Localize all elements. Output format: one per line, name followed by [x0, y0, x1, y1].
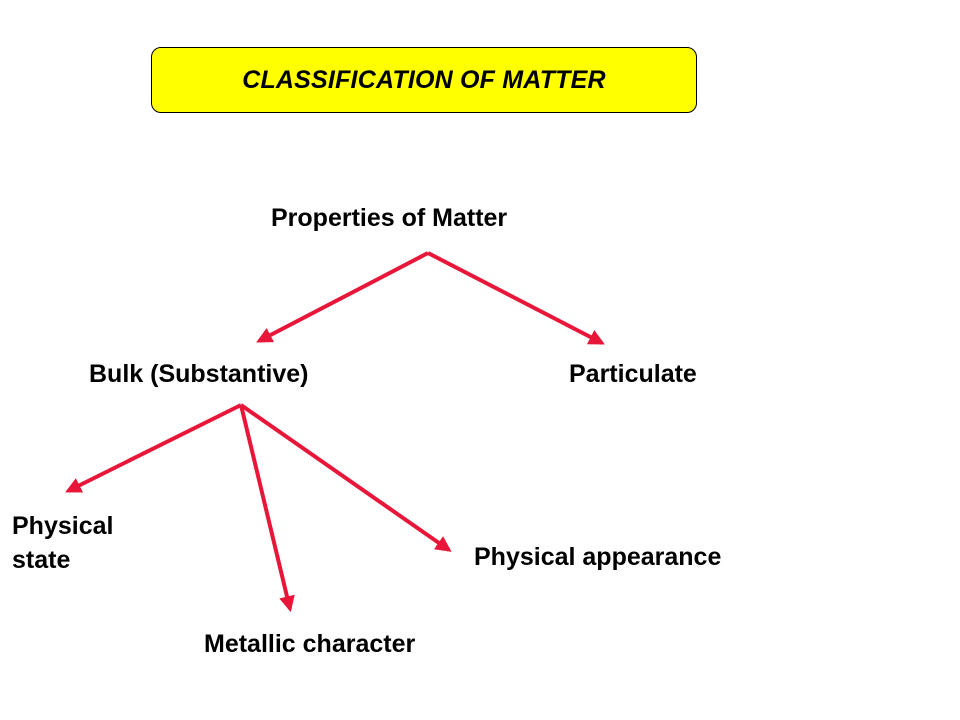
- arrow-bulk-to-physical-state: [65, 403, 242, 493]
- diagram-title: CLASSIFICATION OF MATTER: [242, 65, 606, 94]
- node-physical-state: Physical state: [12, 512, 114, 574]
- node-particulate: Particulate: [569, 360, 697, 388]
- node-properties-of-matter: Properties of Matter: [271, 204, 508, 232]
- title-banner: CLASSIFICATION OF MATTER: [151, 47, 697, 113]
- node-physical-appearance: Physical appearance: [474, 543, 722, 571]
- arrow-root-to-particulate: [427, 251, 605, 345]
- node-bulk-substantive: Bulk (Substantive): [89, 360, 309, 388]
- node-metallic-character: Metallic character: [204, 630, 416, 658]
- arrow-bulk-to-metallic-character: [239, 404, 295, 613]
- arrow-root-to-bulk: [256, 251, 429, 343]
- arrow-bulk-to-physical-appearance: [239, 403, 452, 552]
